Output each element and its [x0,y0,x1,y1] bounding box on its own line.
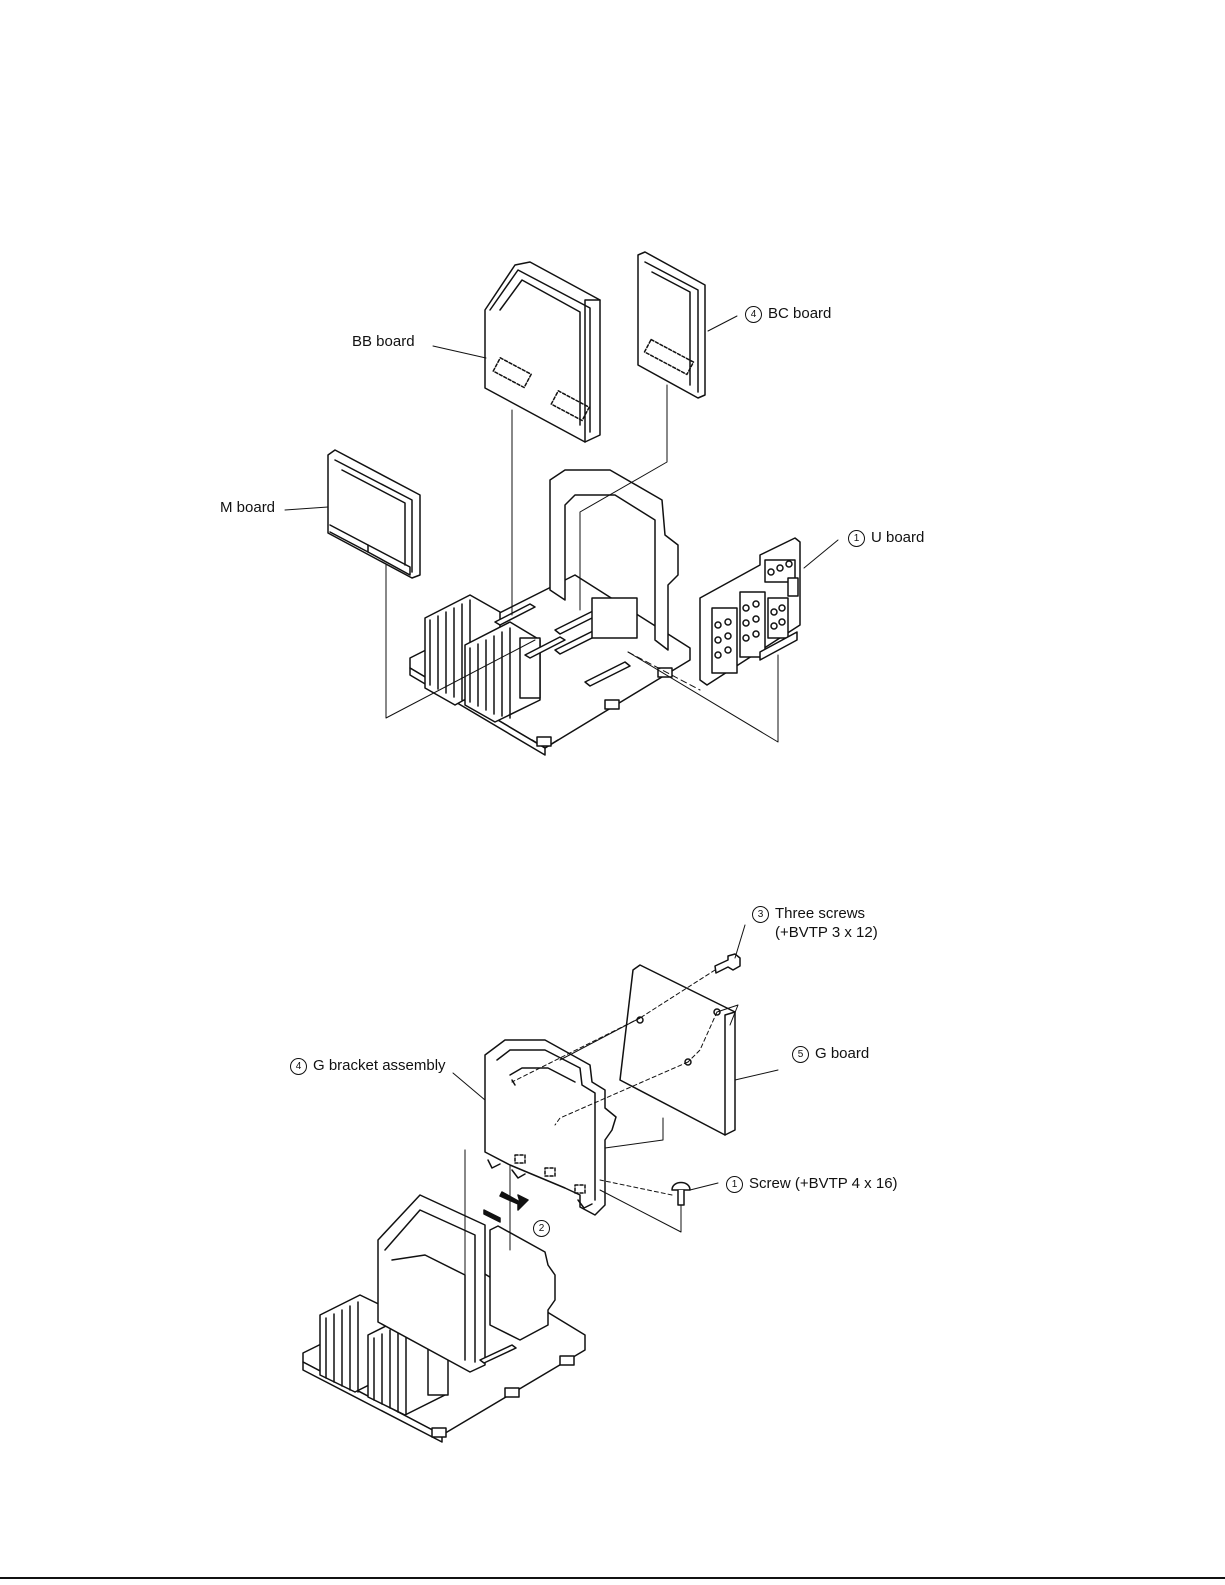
g-board-label-text: G board [815,1045,869,1062]
u-board-step-number: 1 [848,530,865,547]
g-board-step-number: 5 [792,1046,809,1063]
g-board-label: 5 G board [792,1045,869,1063]
three-screws-label-text: Three screws [775,905,865,922]
screw-single [672,1183,690,1206]
removal-arrow [484,1192,528,1222]
screw-three-screws [715,954,740,973]
g-board [620,965,735,1135]
three-screws-label: 3 Three screws [752,905,865,923]
three-screws-spec-text: (+BVTP 3 x 12) [775,924,878,941]
bb-board [485,262,600,442]
three-screws-spec-label: (+BVTP 3 x 12) [775,924,878,942]
g-bracket-assembly [485,1040,616,1215]
bb-board-label: BB board [352,333,415,351]
step-two-number: 2 [533,1220,550,1237]
g-bracket-label-text: G bracket assembly [313,1057,446,1074]
bc-board-label: 4 BC board [745,305,831,323]
m-board-label-text: M board [220,499,275,516]
screw-label-text: Screw (+BVTP 4 x 16) [749,1175,898,1192]
u-board-label: 1 U board [848,529,924,547]
lower-exploded-view [303,925,778,1442]
g-bracket-step-number: 4 [290,1058,307,1075]
three-screws-step-number: 3 [752,906,769,923]
step-two-label: 2 [533,1219,556,1237]
m-board-label: M board [220,499,275,517]
screw-label: 1 Screw (+BVTP 4 x 16) [726,1175,898,1193]
upper-exploded-view [285,252,838,755]
bc-board [638,252,705,398]
u-board [700,538,800,685]
page-bottom-rule [0,1577,1225,1579]
bb-board-label-text: BB board [352,333,415,350]
bc-board-step-number: 4 [745,306,762,323]
m-board [328,450,420,578]
bc-board-label-text: BC board [768,305,831,322]
g-bracket-label: 4 G bracket assembly [290,1057,446,1075]
u-board-label-text: U board [871,529,924,546]
screw-step-number: 1 [726,1176,743,1193]
